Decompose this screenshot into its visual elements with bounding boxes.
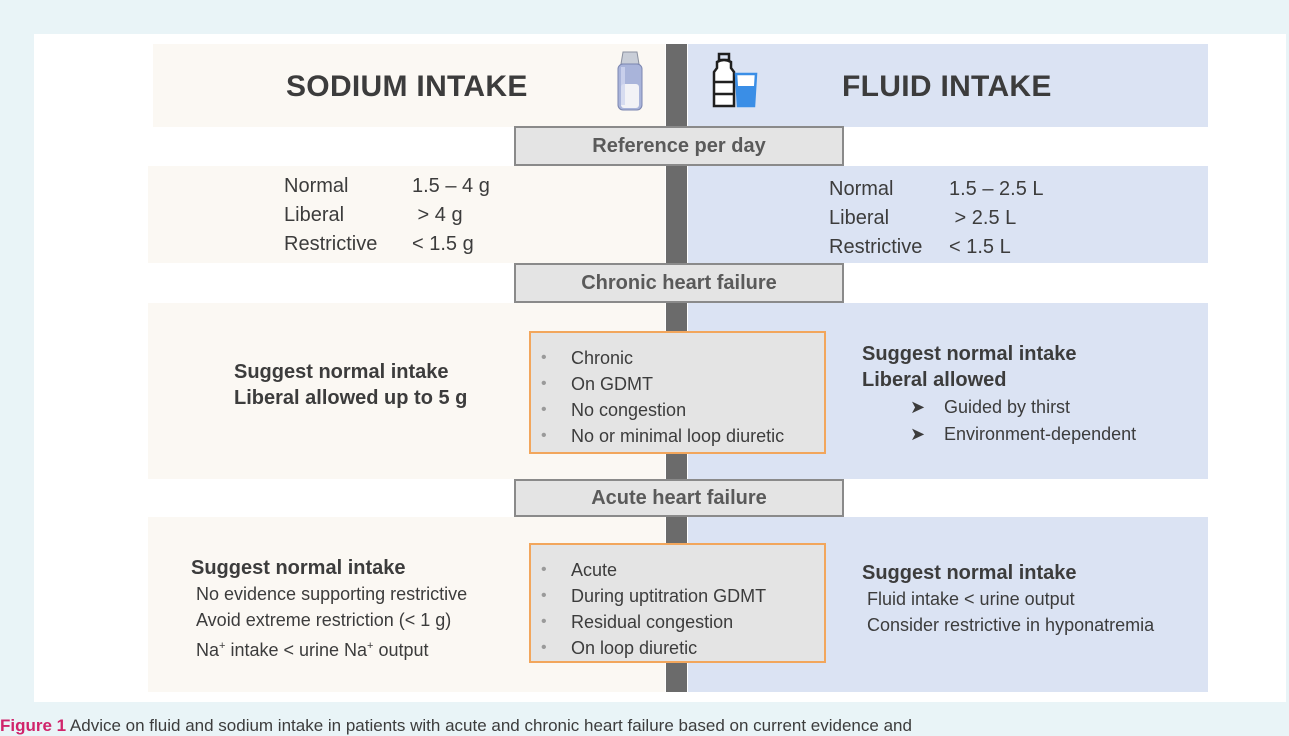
reference-per-day-band: Reference per day [514, 126, 844, 166]
sodium-acute-line-2: Avoid extreme restriction (< 1 g) [196, 610, 452, 630]
sodium-ref-restrictive: Restrictive < 1.5 g [284, 233, 474, 255]
fluid-ref-liberal: Liberal > 2.5 L [829, 207, 1017, 229]
salt-shaker-icon [610, 50, 650, 114]
arrow-bullet-icon: ➤ [910, 424, 926, 444]
figure-caption: Figure 1 Advice on fluid and sodium inta… [0, 716, 1289, 736]
fluid-ref-restrictive: Restrictive < 1.5 L [829, 236, 1011, 258]
acute-criterion-2: During uptitration GDMT [531, 583, 824, 609]
figure-label: Figure 1 [0, 716, 67, 735]
acute-criterion-1: Acute [531, 557, 824, 583]
chronic-criteria-box: Chronic On GDMT No congestion No or mini… [529, 331, 826, 454]
fluid-header-panel [688, 44, 1208, 127]
fluid-acute-line-2: Consider restrictive in hyponatremia [867, 615, 1155, 635]
fluid-reference-list: Normal 1.5 – 2.5 L Liberal > 2.5 L Restr… [829, 175, 1044, 262]
sodium-intake-title: SODIUM INTAKE [286, 70, 528, 103]
acute-criterion-4: On loop diuretic [531, 635, 824, 661]
fluid-chronic-point-2: ➤ Environment-dependent [910, 421, 1136, 448]
sodium-chronic-advice: Suggest normal intake Liberal allowed up… [234, 359, 467, 411]
figure-caption-text: Advice on fluid and sodium intake in pat… [66, 716, 912, 735]
fluid-chronic-point-1: ➤ Guided by thirst [910, 394, 1136, 421]
sodium-chronic-line-1: Suggest normal intake [234, 361, 449, 383]
chronic-heart-failure-band: Chronic heart failure [514, 263, 844, 303]
sodium-reference-list: Normal 1.5 – 4 g Liberal > 4 g Restricti… [284, 172, 490, 259]
fluid-intake-title: FLUID INTAKE [842, 70, 1052, 103]
fluid-chronic-heading-1: Suggest normal intake [862, 343, 1077, 365]
sodium-acute-advice: Suggest normal intake No evidence suppor… [191, 555, 467, 663]
sodium-ref-liberal: Liberal > 4 g [284, 204, 463, 226]
fluid-reference-panel [688, 166, 1208, 263]
chronic-criterion-1: Chronic [531, 345, 824, 371]
acute-criteria-box: Acute During uptitration GDMT Residual c… [529, 543, 826, 663]
fluid-chronic-advice: Suggest normal intake Liberal allowed ➤ … [862, 341, 1136, 448]
chronic-criterion-4: No or minimal loop diuretic [531, 423, 824, 449]
sodium-chronic-line-2: Liberal allowed up to 5 g [234, 387, 468, 409]
fluid-acute-line-1: Fluid intake < urine output [867, 589, 1075, 609]
chronic-criterion-2: On GDMT [531, 371, 824, 397]
sodium-reference-panel [148, 166, 665, 263]
sodium-header-panel [153, 44, 665, 127]
fluid-acute-heading: Suggest normal intake [862, 562, 1077, 584]
fluid-chronic-heading-2: Liberal allowed [862, 369, 1007, 391]
chronic-criterion-3: No congestion [531, 397, 824, 423]
arrow-bullet-icon: ➤ [910, 397, 926, 417]
sodium-acute-line-3: Na+ intake < urine Na+ output [196, 640, 429, 660]
sodium-acute-line-1: No evidence supporting restrictive [196, 584, 468, 604]
fluid-acute-advice: Suggest normal intake Fluid intake < uri… [862, 560, 1154, 638]
acute-criterion-3: Residual congestion [531, 609, 824, 635]
acute-heart-failure-band: Acute heart failure [514, 479, 844, 517]
water-bottle-glass-icon [710, 52, 760, 110]
sodium-ref-normal: Normal 1.5 – 4 g [284, 175, 490, 197]
fluid-ref-normal: Normal 1.5 – 2.5 L [829, 178, 1044, 200]
sodium-acute-heading: Suggest normal intake [191, 557, 406, 579]
